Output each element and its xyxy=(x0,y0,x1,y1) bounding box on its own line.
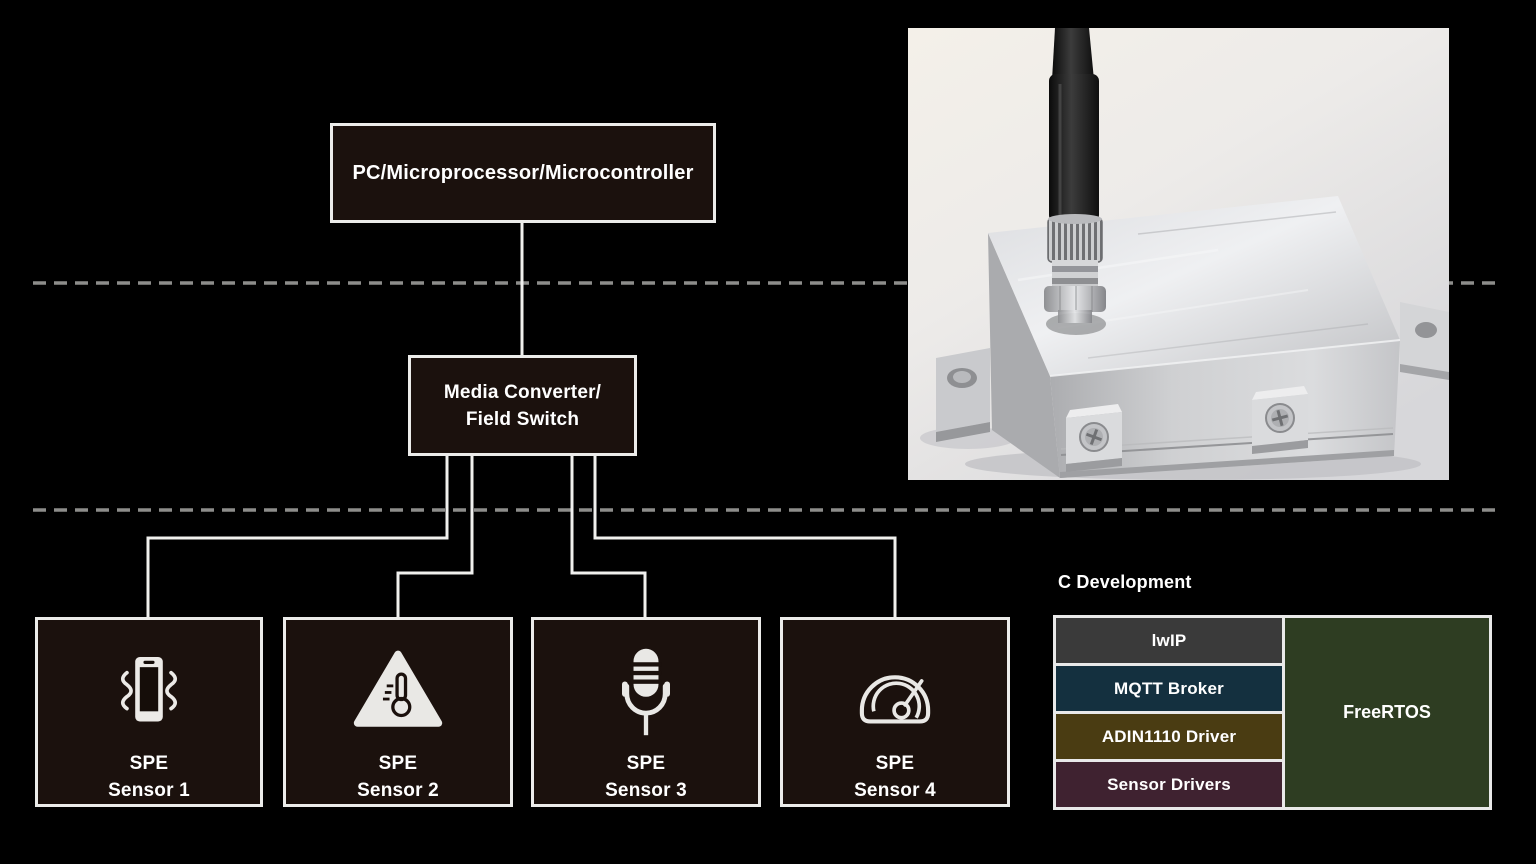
sensor3-label-line1: SPE xyxy=(626,753,666,774)
enclosure-photo xyxy=(908,28,1449,480)
sensor4-label-line2: Sensor 4 xyxy=(854,780,936,801)
link-converter-to-sensor1 xyxy=(146,456,449,617)
stack-title: C Development xyxy=(1058,572,1192,592)
sensor1-box: SPE Sensor 1 xyxy=(35,617,263,807)
sensor3-box: SPE Sensor 3 xyxy=(531,617,761,807)
media-converter-label-line2: Field Switch xyxy=(465,408,580,430)
link-converter-to-sensor2 xyxy=(396,456,474,617)
vibration-icon xyxy=(102,644,196,740)
software-stack: lwIP FreeRTOS MQTT Broker ADIN1110 Drive… xyxy=(1053,615,1492,810)
sensor1-label-line2: Sensor 1 xyxy=(108,780,190,801)
stack-layer-mqtt-broker: MQTT Broker xyxy=(1056,666,1282,711)
sensor2-label-line1: SPE xyxy=(378,753,418,774)
sensor3-label-line2: Sensor 3 xyxy=(605,780,687,801)
media-converter-box: Media Converter/ Field Switch xyxy=(408,355,637,456)
temperature-warning-icon xyxy=(348,644,448,740)
media-converter-label-line1: Media Converter/ xyxy=(443,381,602,403)
sensor4-label-line1: SPE xyxy=(875,753,915,774)
sensor2-label-line2: Sensor 2 xyxy=(357,780,439,801)
stack-layer-lwip: lwIP xyxy=(1056,618,1282,663)
link-converter-to-sensor3 xyxy=(570,456,647,617)
controller-label: PC/Microprocessor/Microcontroller xyxy=(352,161,694,184)
stack-layer-sensor-drivers: Sensor Drivers xyxy=(1056,762,1282,807)
controller-box: PC/Microprocessor/Microcontroller xyxy=(330,123,716,223)
sensor4-box: SPE Sensor 4 xyxy=(780,617,1010,807)
microphone-icon xyxy=(598,644,694,740)
link-converter-to-sensor4 xyxy=(593,456,897,617)
stack-layer-adin1110-driver: ADIN1110 Driver xyxy=(1056,714,1282,759)
sensor1-label-line1: SPE xyxy=(129,753,169,774)
stack-layer-freertos: FreeRTOS xyxy=(1285,618,1489,807)
sensor2-box: SPE Sensor 2 xyxy=(283,617,513,807)
gauge-icon xyxy=(845,644,945,740)
